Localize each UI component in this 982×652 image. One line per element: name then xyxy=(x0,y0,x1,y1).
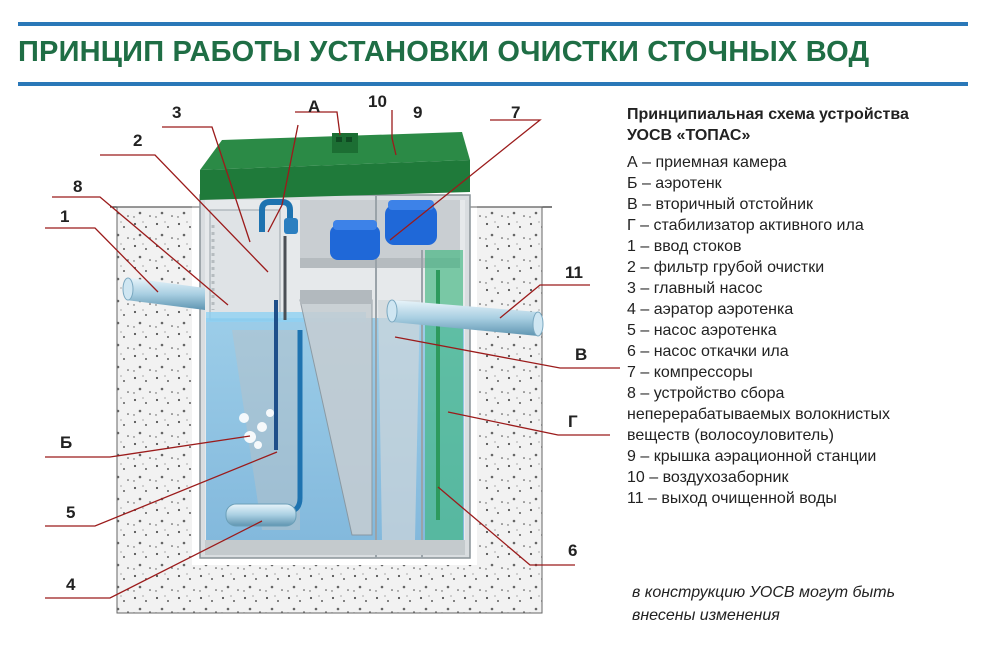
legend-item: веществ (волосоуловитель) xyxy=(627,427,834,444)
top-rule xyxy=(18,22,968,26)
callout-9: 9 xyxy=(413,103,422,122)
legend-item: 3 – главный насос xyxy=(627,280,763,297)
leader-lines xyxy=(45,110,620,599)
aerator xyxy=(225,409,297,527)
callout-V: В xyxy=(575,345,587,364)
legend-title: Принципиальная схема устройства УОСВ «ТО… xyxy=(627,104,972,146)
inlet-pipe xyxy=(122,277,205,310)
note-line-1: в конструкцию УОСВ могут быть xyxy=(632,584,896,601)
legend-item: 2 – фильтр грубой очистки xyxy=(627,259,825,276)
legend: Принципиальная схема устройства УОСВ «ТО… xyxy=(627,104,972,509)
callout-1: 1 xyxy=(60,207,69,226)
note-line-2: внесены изменения xyxy=(632,607,780,624)
legend-item: 7 – компрессоры xyxy=(627,364,753,381)
callout-A: А xyxy=(308,97,320,116)
callout-3: 3 xyxy=(172,103,181,122)
legend-item: Б – аэротенк xyxy=(627,175,722,192)
compressors xyxy=(330,200,437,260)
bottom-rule xyxy=(18,82,968,86)
legend-item: В – вторичный отстойник xyxy=(627,196,813,213)
callout-4: 4 xyxy=(66,575,76,594)
callout-8: 8 xyxy=(73,177,82,196)
design-change-note: в конструкцию УОСВ могут быть внесены из… xyxy=(632,581,972,627)
callout-B: Б xyxy=(60,433,72,452)
legend-item: 6 – насос откачки ила xyxy=(627,343,789,360)
legend-item: неперерабатываемых волокнистых xyxy=(627,406,891,423)
callout-2: 2 xyxy=(133,131,142,150)
lid xyxy=(200,132,470,200)
callout-6: 6 xyxy=(568,541,577,560)
callout-G: Г xyxy=(568,412,578,431)
legend-item: 4 – аэратор аэротенка xyxy=(627,301,794,318)
callout-11: 11 xyxy=(565,263,583,282)
main-pump xyxy=(259,199,298,320)
legend-item: 1 – ввод стоков xyxy=(627,238,742,255)
legend-item: 5 – насос аэротенка xyxy=(627,322,777,339)
legend-item: 8 – устройство сбора xyxy=(627,385,785,402)
legend-item: 10 – воздухозаборник xyxy=(627,469,789,486)
legend-item: А – приемная камера xyxy=(627,154,787,171)
legend-item: Г – стабилизатор активного ила xyxy=(627,217,864,234)
callout-10: 10 xyxy=(368,92,387,111)
outlet-pipe xyxy=(386,299,544,337)
legend-item: 9 – крышка аэрационной станции xyxy=(627,448,877,465)
callout-5: 5 xyxy=(66,503,75,522)
page-title: ПРИНЦИП РАБОТЫ УСТАНОВКИ ОЧИСТКИ СТОЧНЫХ… xyxy=(18,36,870,68)
treatment-plant-diagram: 3 2 А 10 9 7 8 1 11 В Г Б 5 6 4 xyxy=(45,92,620,614)
legend-item: 11 – выход очищенной воды xyxy=(627,490,837,507)
legend-title-line-1: Принципиальная схема устройства xyxy=(627,106,909,123)
callout-7: 7 xyxy=(511,103,520,122)
legend-title-line-2: УОСВ «ТОПАС» xyxy=(627,127,751,144)
